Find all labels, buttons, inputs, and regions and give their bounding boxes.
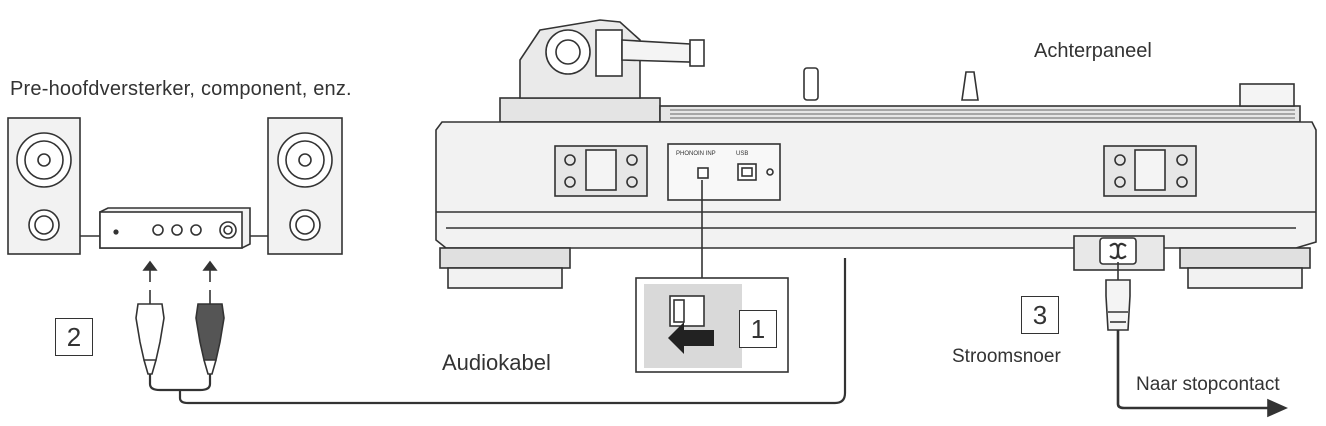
phono-inp-label: PHONOIN INP bbox=[676, 151, 716, 157]
amplifier-label: Pre-hoofdversterker, component, enz. bbox=[10, 78, 352, 100]
step-1-box: 1 bbox=[739, 310, 777, 348]
step-2-box: 2 bbox=[55, 318, 93, 356]
usb-label: USB bbox=[736, 151, 749, 157]
step-3-box: 3 bbox=[1021, 296, 1059, 334]
power-cord bbox=[1105, 262, 1288, 418]
audio-cable bbox=[148, 258, 847, 405]
rca-plug-white bbox=[135, 290, 165, 375]
amplifier bbox=[80, 207, 268, 249]
audio-cable-label: Audiokabel bbox=[442, 350, 551, 375]
turntable bbox=[435, 19, 1317, 289]
outlet-label: Naar stopcontact bbox=[1136, 374, 1280, 395]
rca-plug-red bbox=[195, 290, 225, 375]
right-speaker bbox=[267, 117, 343, 255]
power-cord-label: Stroomsnoer bbox=[952, 346, 1061, 367]
left-speaker bbox=[7, 117, 81, 255]
rca-up-arrows bbox=[142, 260, 218, 282]
rear-panel-label: Achterpaneel bbox=[1034, 40, 1152, 62]
